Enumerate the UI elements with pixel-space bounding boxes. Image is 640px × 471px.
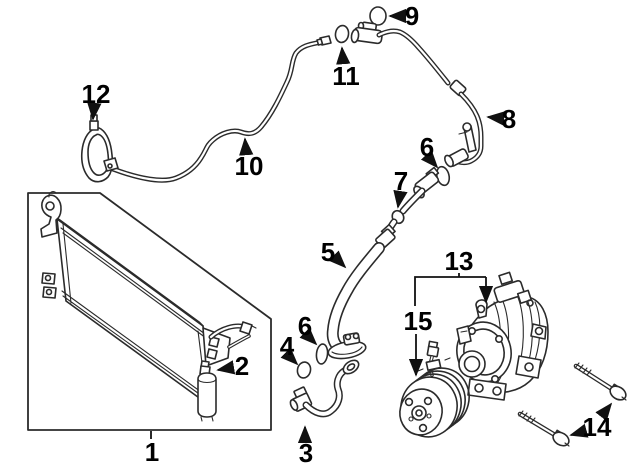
callout-6-upper-label: 6 — [420, 132, 434, 162]
callout-11: 11 — [332, 46, 360, 91]
o-ring-11 — [334, 24, 350, 44]
bolt-head — [609, 385, 627, 401]
callout-2: 2 — [216, 351, 249, 381]
clutch-pulley-drawing — [399, 340, 470, 438]
callout-6-upper: 6 — [420, 132, 439, 169]
compressor-ports — [493, 271, 534, 307]
callout-15: 15 — [404, 306, 433, 377]
receiver-drier-drawing — [197, 360, 217, 422]
o-ring-4 — [296, 361, 312, 379]
suction-hose-drawing — [289, 359, 360, 418]
condenser-outlet-pipe — [208, 321, 257, 349]
callout-14: 14 — [569, 402, 613, 442]
o-ring-6-upper — [435, 165, 451, 187]
ac-tube-drawing — [110, 35, 332, 183]
condenser-box-frame — [27, 192, 272, 431]
callout-11-label: 11 — [332, 61, 360, 91]
callout-9: 9 — [388, 1, 419, 31]
callout-14-label: 14 — [583, 412, 612, 442]
callout-1-label: 1 — [145, 437, 159, 467]
callout-5-label: 5 — [321, 237, 335, 267]
callout-3-label: 3 — [299, 438, 313, 468]
rear-ac-pipe-drawing — [350, 21, 484, 168]
callout-8: 8 — [486, 104, 516, 134]
callout-13-label: 13 — [445, 246, 474, 276]
condenser-side-tabs — [41, 272, 57, 299]
mount-bolt-drawing — [517, 410, 570, 447]
callout-10-label: 10 — [235, 151, 264, 181]
callout-12-label: 12 — [82, 79, 111, 109]
ac-hose-drawing — [326, 166, 440, 360]
callout-15-label: 15 — [404, 306, 433, 336]
callout-3: 3 — [297, 425, 313, 468]
callout-7-label: 7 — [394, 166, 408, 196]
callout-2-label: 2 — [235, 351, 249, 381]
callout-10: 10 — [235, 137, 264, 181]
hose-flange — [342, 359, 360, 375]
callout-12: 12 — [82, 79, 111, 121]
callout-6-lower: 6 — [298, 311, 318, 346]
callout-8-label: 8 — [502, 104, 516, 134]
o-ring-9 — [369, 6, 387, 26]
callout-9-label: 9 — [405, 1, 419, 31]
condenser-drawing — [40, 191, 257, 422]
bolt-head — [552, 431, 570, 447]
condenser-right-bracket — [202, 327, 231, 367]
callout-13: 13 — [414, 246, 494, 306]
callout-4-label: 4 — [280, 331, 295, 361]
callout-4: 4 — [280, 331, 299, 366]
callout-7: 7 — [393, 166, 408, 209]
mount-bolt-drawing — [573, 362, 627, 401]
callout-5: 5 — [321, 237, 347, 269]
callout-1: 1 — [145, 431, 159, 467]
condenser-hook-bracket — [40, 191, 62, 238]
o-ring-6-lower — [315, 343, 329, 365]
compressor-drawing — [456, 271, 549, 401]
callout-6-lower-label: 6 — [298, 311, 312, 341]
